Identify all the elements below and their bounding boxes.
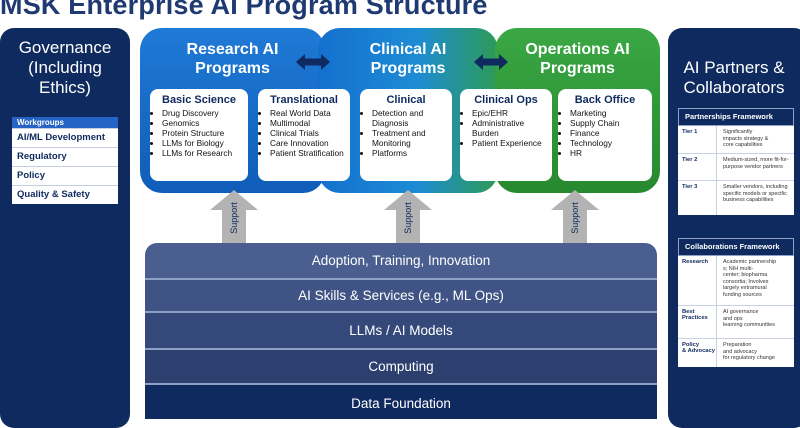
collaborations-framework-title: Collaborations Framework [678, 238, 794, 256]
support-label: Support [229, 202, 239, 234]
card-item: Supply Chain [570, 118, 652, 128]
card-item: Platforms [372, 148, 452, 158]
tier-label: Tier 2 [682, 157, 698, 163]
card-item: LLMs for Research [162, 148, 248, 158]
operations-programs-title: Operations AI Programs [525, 41, 630, 77]
collaboration-description: Preparation and advocacy for regulatory … [716, 339, 794, 367]
workgroups-header: Workgroups [12, 117, 118, 128]
program-card-basic-science: Basic Science Drug Discovery Genomics Pr… [150, 89, 248, 181]
tier-description: Medium-sized, more fit-for- purpose vend… [716, 154, 794, 180]
governance-heading: Governance (Including Ethics) [0, 38, 130, 98]
partners-heading-line-2: Collaborators [683, 78, 785, 97]
card-item-list: Epic/EHR Administrative Burden Patient E… [460, 108, 552, 148]
card-item: Drug Discovery [162, 108, 248, 118]
card-item: HR [570, 148, 652, 158]
tier-description: Significantly impacts strategy & core ca… [716, 126, 794, 153]
partnerships-framework: Partnerships Framework Tier 1 Significan… [678, 108, 794, 215]
card-item: Real World Data [270, 108, 350, 118]
card-item-list: Marketing Supply Chain Finance Technolog… [558, 108, 652, 158]
card-item: Multimodal [270, 118, 350, 128]
collaboration-row: Policy & Advocacy Preparation and advoca… [678, 339, 794, 367]
layer-divider [145, 311, 657, 313]
collaboration-description: AI governance and ops learning communiti… [716, 306, 794, 338]
partners-heading-line-1: AI Partners & [683, 58, 785, 77]
layer-data-foundation: Data Foundation [145, 385, 657, 419]
program-card-clinical: Clinical Detection and Diagnosis Treatme… [360, 89, 452, 181]
card-heading: Back Office [574, 94, 636, 106]
card-heading: Translational [270, 94, 338, 106]
governance-heading-line-3: Ethics) [39, 78, 91, 97]
research-programs-title: Research AI Programs [186, 41, 279, 77]
support-label: Support [403, 202, 413, 234]
card-item: Genomics [162, 118, 248, 128]
card-item: Patient Stratification [270, 148, 350, 158]
card-item: LLMs for Biology [162, 138, 248, 148]
governance-panel: Governance (Including Ethics) Workgroups… [0, 28, 130, 428]
card-item-list: Detection and Diagnosis Treatment and Mo… [360, 108, 452, 158]
card-item-list: Drug Discovery Genomics Protein Structur… [150, 108, 248, 158]
tier-description: Smaller vendors, including specific mode… [716, 181, 794, 215]
tier-label: Tier 3 [682, 184, 698, 190]
workgroup-item: Policy [12, 166, 118, 185]
layer-divider [145, 348, 657, 350]
collaboration-row: Research Academic partnership s; NIH mul… [678, 256, 794, 306]
partners-heading: AI Partners & Collaborators [668, 58, 800, 98]
card-item: Finance [570, 128, 652, 138]
partnerships-framework-title: Partnerships Framework [678, 108, 794, 126]
workgroups-box: Workgroups AI/ML Development Regulatory … [12, 117, 118, 204]
partnership-tier-row: Tier 1 Significantly impacts strategy & … [678, 126, 794, 154]
layer-divider [145, 383, 657, 385]
card-heading: Basic Science [162, 94, 236, 106]
card-item-list: Real World Data Multimodal Clinical Tria… [258, 108, 350, 158]
card-item: Protein Structure [162, 128, 248, 138]
partnership-tier-row: Tier 2 Medium-sized, more fit-for- purpo… [678, 154, 794, 181]
partnership-tier-row: Tier 3 Smaller vendors, including specif… [678, 181, 794, 215]
support-arrow-up-icon [384, 190, 432, 246]
card-item: Patient Experience [472, 138, 552, 148]
collaboration-label: Research [682, 259, 709, 265]
support-arrow-up-icon [210, 190, 258, 246]
collaboration-label: Policy & Advocacy [682, 342, 715, 354]
partners-panel: AI Partners & Collaborators Partnerships… [668, 28, 800, 428]
program-card-translational: Translational Real World Data Multimodal… [258, 89, 350, 181]
layer-computing: Computing [145, 350, 657, 383]
layer-ai-skills: AI Skills & Services (e.g., ML Ops) [145, 280, 657, 311]
card-heading: Clinical Ops [474, 94, 538, 106]
governance-heading-line-1: Governance [18, 38, 112, 57]
clinical-programs-title: Clinical AI Programs [369, 41, 447, 77]
collaborations-framework: Collaborations Framework Research Academ… [678, 238, 794, 367]
card-item: Care Innovation [270, 138, 350, 148]
layer-divider [145, 278, 657, 280]
support-arrow-up-icon [551, 190, 599, 246]
card-item: Marketing [570, 108, 652, 118]
program-card-back-office: Back Office Marketing Supply Chain Finan… [558, 89, 652, 181]
foundation-layers: Adoption, Training, Innovation AI Skills… [145, 243, 657, 419]
governance-heading-line-2: (Including [28, 58, 102, 77]
layer-llms: LLMs / AI Models [145, 313, 657, 348]
collaboration-row: Best Practices AI governance and ops lea… [678, 306, 794, 339]
layer-adoption: Adoption, Training, Innovation [145, 243, 657, 278]
program-card-clinical-ops: Clinical Ops Epic/EHR Administrative Bur… [460, 89, 552, 181]
collaboration-description: Academic partnership s; NIH multi- cente… [716, 256, 794, 305]
card-item: Treatment and Monitoring [372, 128, 452, 148]
page-title: MSK Enterprise AI Program Structure [0, 0, 488, 20]
card-item: Administrative Burden [472, 118, 552, 138]
card-item: Technology [570, 138, 652, 148]
card-heading: Clinical [386, 94, 426, 106]
tier-label: Tier 1 [682, 129, 698, 135]
double-arrow-icon [474, 52, 508, 72]
workgroup-item: Regulatory [12, 147, 118, 166]
workgroup-item: Quality & Safety [12, 185, 118, 204]
card-item: Epic/EHR [472, 108, 552, 118]
double-arrow-icon [296, 52, 330, 72]
workgroup-item: AI/ML Development [12, 128, 118, 147]
collaboration-label: Best Practices [682, 309, 708, 321]
support-label: Support [570, 202, 580, 234]
card-item: Clinical Trials [270, 128, 350, 138]
card-item: Detection and Diagnosis [372, 108, 452, 128]
